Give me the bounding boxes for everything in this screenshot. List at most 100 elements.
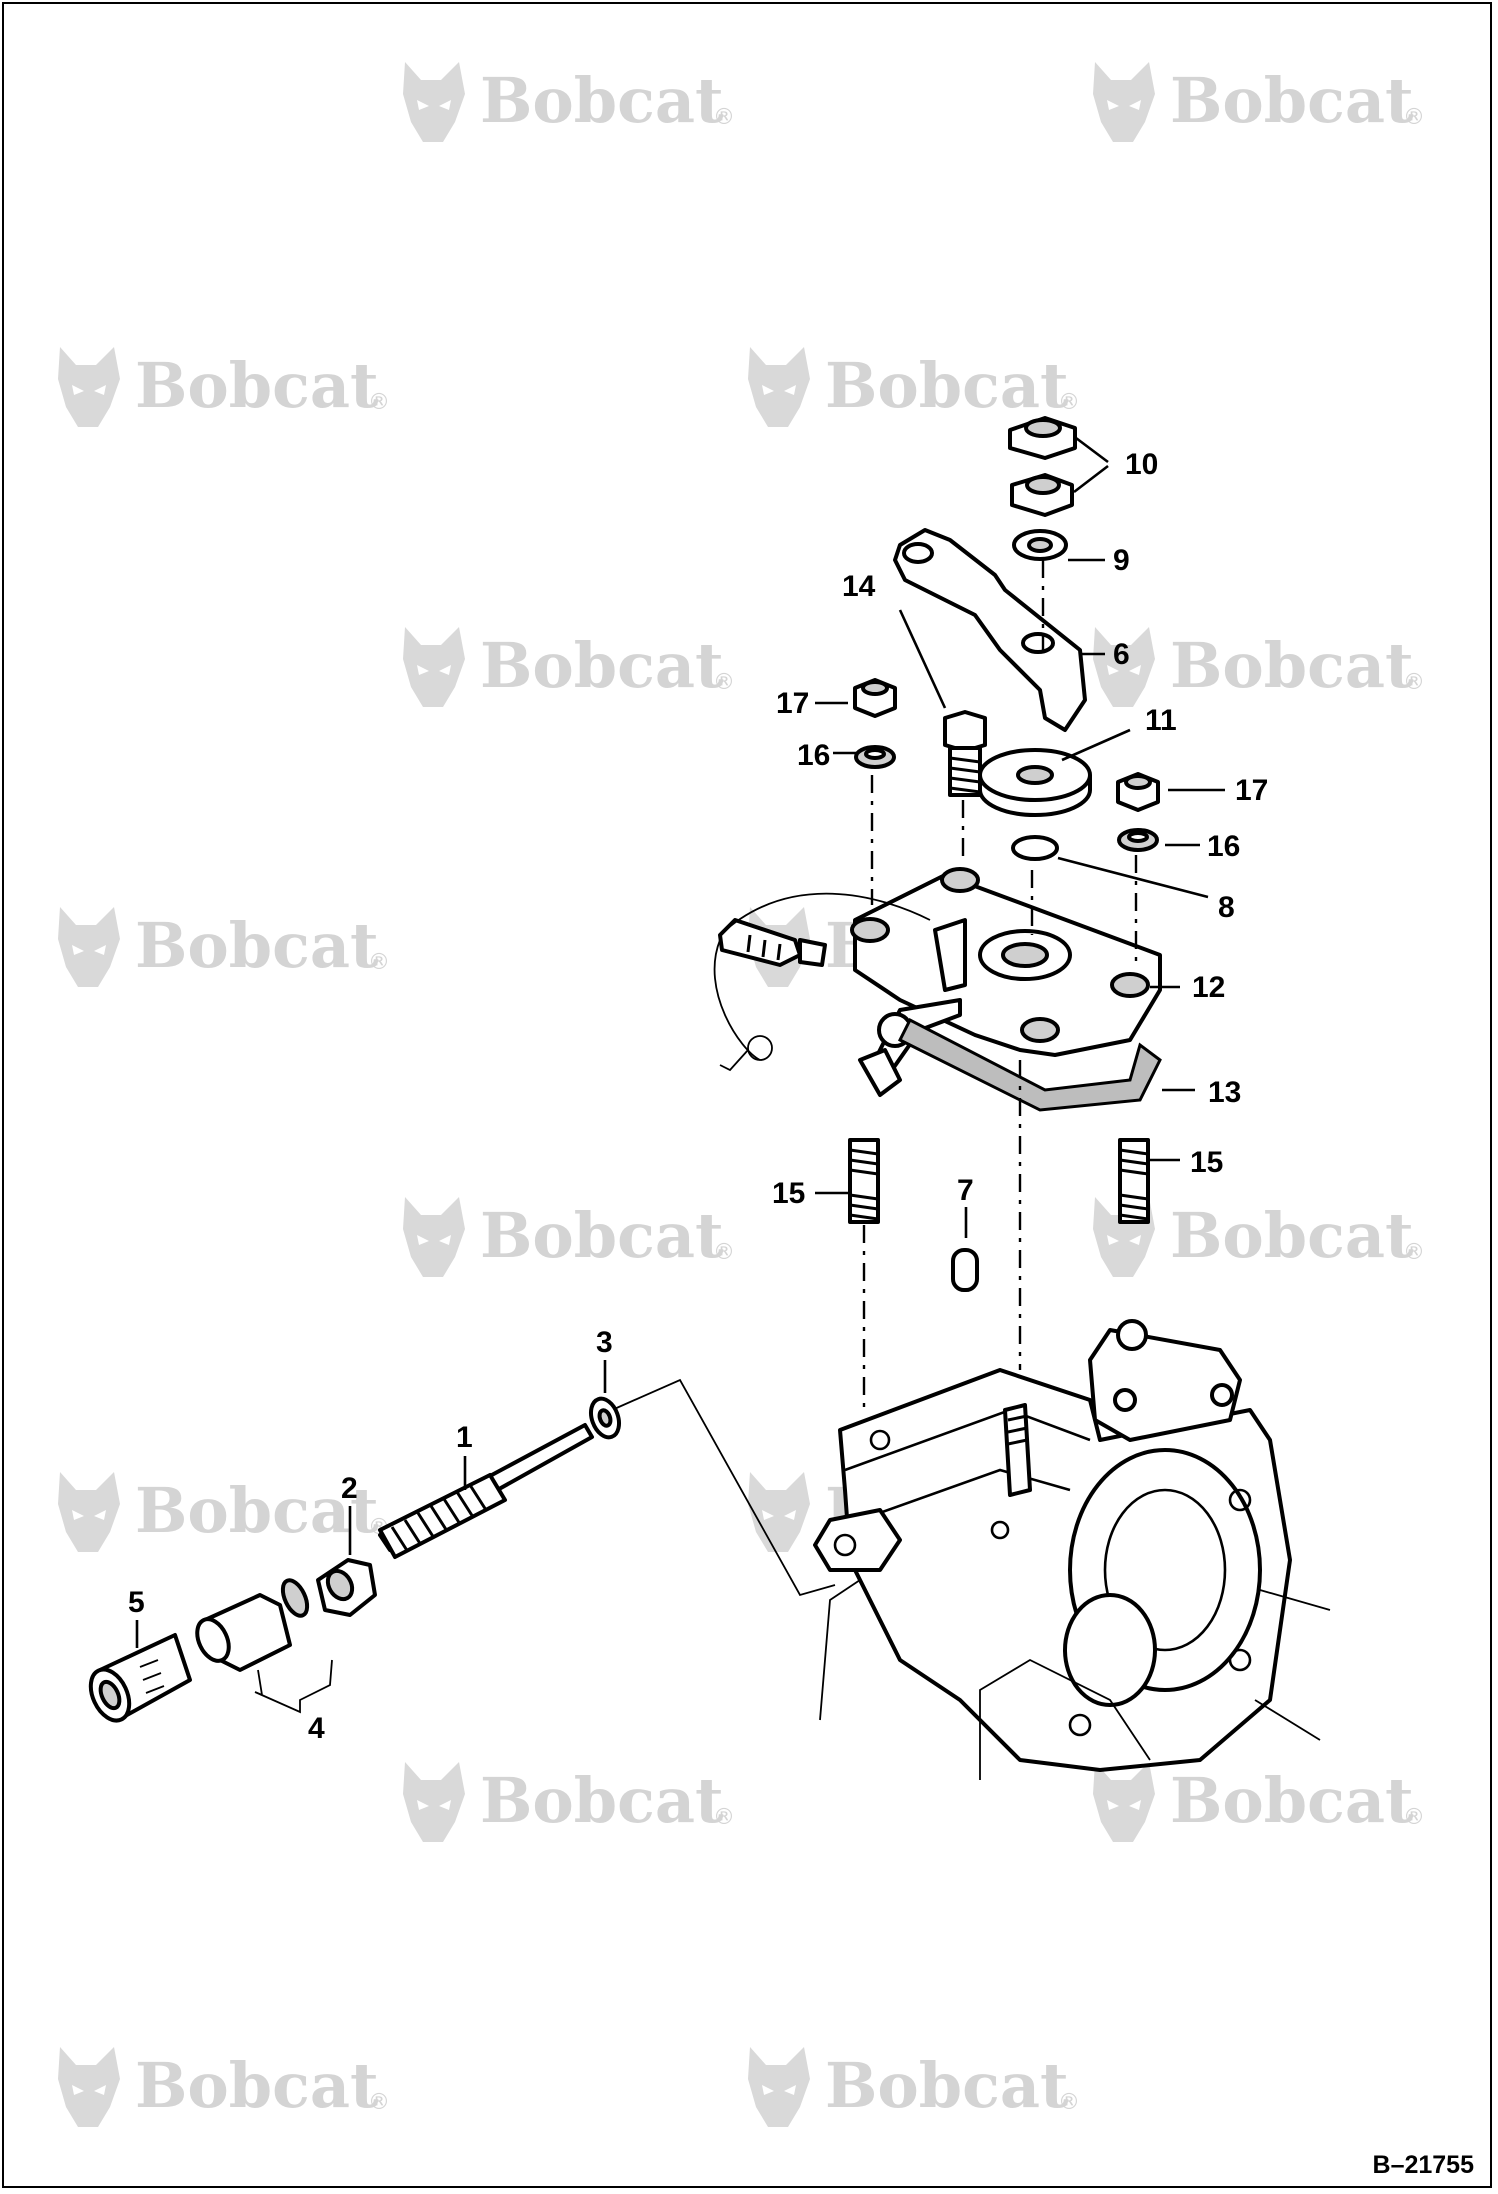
- watermark-text: Bobcat: [480, 64, 724, 137]
- watermark-text: Bobcat: [825, 2049, 1069, 2122]
- registered-mark: ®: [368, 950, 390, 975]
- bobcat-watermark-logo: Bobcat®: [403, 62, 735, 142]
- watermark-text: Bobcat: [1170, 1199, 1414, 1272]
- registered-mark: ®: [713, 1240, 735, 1265]
- bobcat-watermark-logo: Bobcat®: [58, 347, 390, 427]
- callout-16-left: 16: [797, 739, 830, 772]
- registered-mark: ®: [713, 105, 735, 130]
- bobcat-head-icon: [58, 347, 120, 427]
- bobcat-watermark-logo: Bobcat®: [403, 627, 735, 707]
- washer-9: [1012, 529, 1068, 561]
- watermark-layer: Bobcat®Bobcat®Bobcat®Bobcat®Bobcat®Bobca…: [58, 62, 1425, 2127]
- callout-17-right: 17: [1235, 774, 1268, 807]
- watermark-text: Bobcat: [135, 1474, 379, 1547]
- bobcat-watermark-logo: Bobcat®: [748, 347, 1080, 427]
- bobcat-head-icon: [58, 2047, 120, 2127]
- stud-15-right: [1118, 1138, 1150, 1224]
- bobcat-watermark-logo: Bobcat®: [58, 1472, 390, 1552]
- watermark-text: Bobcat: [135, 2049, 379, 2122]
- bobcat-head-icon: [403, 627, 465, 707]
- bobcat-head-icon: [58, 1472, 120, 1552]
- bobcat-head-icon: [1093, 627, 1155, 707]
- registered-mark: ®: [1403, 1805, 1425, 1830]
- callout-14: 14: [842, 570, 876, 603]
- callout-12: 12: [1192, 971, 1225, 1004]
- watermark-text: Bobcat: [480, 629, 724, 702]
- gasket: [897, 1017, 1162, 1112]
- o-ring-7: [951, 1248, 979, 1292]
- bobcat-head-icon: [748, 347, 810, 427]
- callout-13: 13: [1208, 1076, 1241, 1109]
- callout-7: 7: [957, 1174, 974, 1207]
- bobcat-watermark-logo: Bobcat®: [58, 2047, 390, 2127]
- nut-10-lower: [1010, 473, 1074, 517]
- watermark-text: Bobcat: [480, 1199, 724, 1272]
- sleeve-4: [195, 1593, 292, 1672]
- callout-2: 2: [341, 1472, 358, 1505]
- callout-17-left: 17: [776, 687, 809, 720]
- registered-mark: ®: [1403, 105, 1425, 130]
- nut-10-upper: [1008, 416, 1077, 460]
- drawing-number: B–21755: [1372, 2151, 1474, 2179]
- bobcat-head-icon: [403, 62, 465, 142]
- bracket-4: [254, 1659, 333, 1714]
- callout-11: 11: [1145, 704, 1177, 737]
- bobcat-head-icon: [1093, 62, 1155, 142]
- callout-8: 8: [1218, 891, 1235, 924]
- bobcat-watermark-logo: Bobcat®: [748, 2047, 1080, 2127]
- watermark-text: Bobcat: [135, 909, 379, 982]
- registered-mark: ®: [1058, 2090, 1080, 2115]
- watermark-text: Bobcat: [825, 349, 1069, 422]
- lockwasher-16-left: [854, 745, 896, 769]
- callout-10: 10: [1125, 448, 1158, 481]
- bobcat-head-icon: [58, 907, 120, 987]
- cover-plate: [713, 867, 1162, 1097]
- watermark-text: Bobcat: [1170, 1764, 1414, 1837]
- bobcat-watermark-logo: Bobcat®: [403, 1762, 735, 1842]
- callout-labels: 1 2 3 4 5 6 7 8 9 10 11 12 13 14 15 15 1…: [128, 448, 1268, 1745]
- registered-mark: ®: [1403, 1240, 1425, 1265]
- registered-mark: ®: [1403, 670, 1425, 695]
- lockwasher-16-right: [1117, 828, 1159, 852]
- callout-6: 6: [1113, 638, 1130, 671]
- nut-17-right: [1116, 772, 1160, 812]
- bobcat-watermark-logo: Bobcat®: [1093, 62, 1425, 142]
- washer-3: [588, 1396, 622, 1440]
- registered-mark: ®: [368, 390, 390, 415]
- callout-1: 1: [456, 1421, 473, 1454]
- watermark-text: Bobcat: [480, 1764, 724, 1837]
- bobcat-watermark-logo: Bobcat®: [1093, 1197, 1425, 1277]
- gear-case-housing: [813, 1319, 1331, 1780]
- callout-16-right: 16: [1207, 830, 1240, 863]
- bobcat-head-icon: [403, 1762, 465, 1842]
- callout-15-left: 15: [772, 1177, 805, 1210]
- bobcat-head-icon: [748, 2047, 810, 2127]
- nut-17-left: [853, 678, 897, 718]
- watermark-text: Bobcat: [1170, 64, 1414, 137]
- registered-mark: ®: [713, 1805, 735, 1830]
- spring-washer: [280, 1578, 310, 1618]
- bobcat-head-icon: [1093, 1762, 1155, 1842]
- stud-15-left: [848, 1138, 880, 1224]
- bobcat-watermark-logo: Bobcat®: [1093, 627, 1425, 707]
- bobcat-head-icon: [748, 1472, 810, 1552]
- watermark-text: Bobcat: [135, 349, 379, 422]
- bobcat-watermark-logo: Bobcat®: [1093, 1762, 1425, 1842]
- callout-5: 5: [128, 1586, 145, 1619]
- throttle-lever: [893, 528, 1087, 732]
- nut-2: [316, 1558, 377, 1617]
- leader-lines: [135, 436, 1225, 1648]
- callout-4: 4: [308, 1712, 325, 1745]
- registered-mark: ®: [713, 670, 735, 695]
- callout-15-right: 15: [1190, 1146, 1223, 1179]
- registered-mark: ®: [1058, 390, 1080, 415]
- bolt-14: [943, 710, 987, 797]
- cap-5: [88, 1633, 192, 1723]
- watermark-text: Bobcat: [1170, 629, 1414, 702]
- bobcat-watermark-logo: Bobcat®: [403, 1197, 735, 1277]
- o-ring-8: [1011, 835, 1059, 861]
- registered-mark: ®: [368, 2090, 390, 2115]
- governor-rod-1: [378, 1423, 594, 1559]
